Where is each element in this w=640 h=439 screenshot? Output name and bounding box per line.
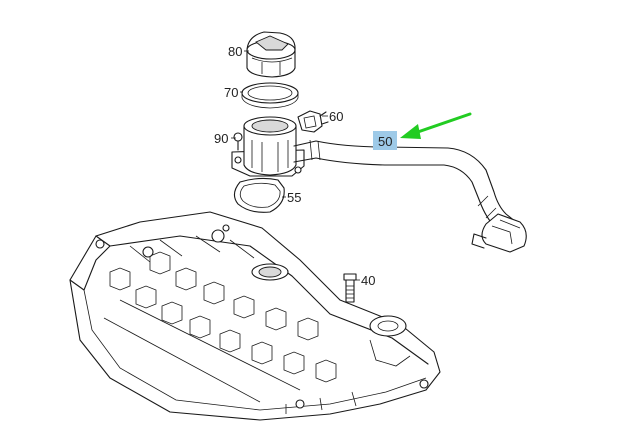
leader-lines xyxy=(231,50,360,281)
callout-60: 60 xyxy=(329,109,343,124)
callout-90: 90 xyxy=(214,131,228,146)
callout-80: 80 xyxy=(228,44,242,59)
cylinder-head-cover[interactable] xyxy=(69,211,441,421)
callout-highlight-box xyxy=(373,131,397,150)
callout-55: 55 xyxy=(287,190,301,205)
gasket-part[interactable] xyxy=(233,177,285,213)
green-arrow-icon xyxy=(400,112,472,139)
callout-70: 70 xyxy=(224,85,238,100)
clip-part[interactable] xyxy=(297,110,329,133)
highlighted-callout-50[interactable]: 50 xyxy=(373,131,397,150)
oil-filler-cap-part[interactable] xyxy=(246,31,296,78)
callout-40: 40 xyxy=(361,273,375,288)
seal-ring-part[interactable] xyxy=(241,82,299,109)
oil-filler-neck-housing[interactable] xyxy=(231,116,305,177)
callout-50: 50 xyxy=(378,134,392,149)
breather-hose-part[interactable] xyxy=(293,139,527,253)
cover-bolt-part[interactable] xyxy=(343,273,357,303)
